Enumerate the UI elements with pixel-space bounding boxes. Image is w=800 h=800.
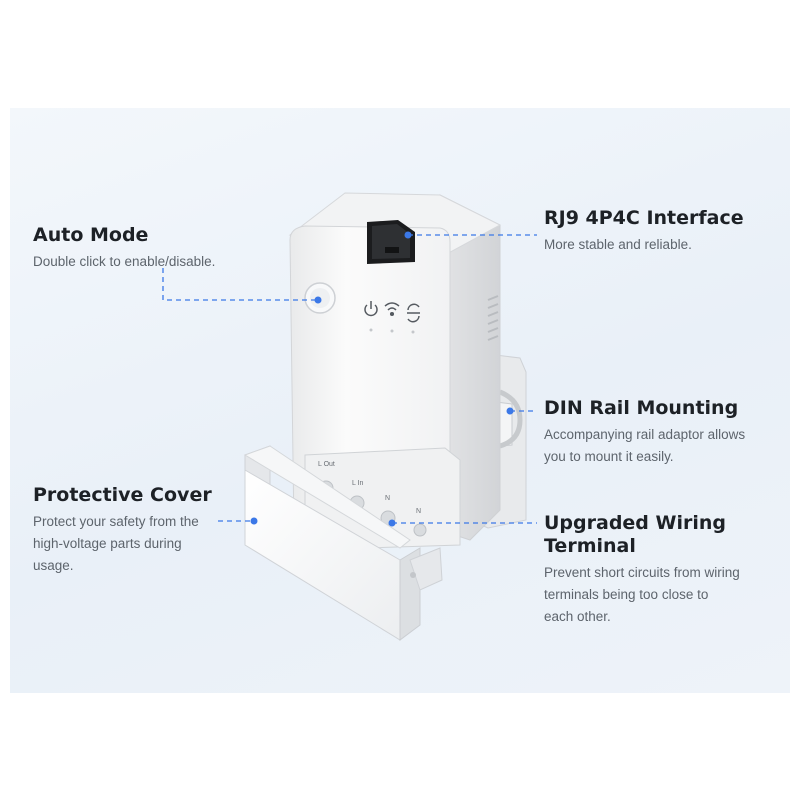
auto-mode-description: Double click to enable/disable. — [33, 254, 216, 269]
wiring-terminal-title-line1: Upgraded Wiring — [544, 512, 727, 534]
protective-cover-description: Protect your safety from the high-voltag… — [33, 511, 248, 577]
protective-cover — [243, 445, 443, 641]
vent-slots — [487, 295, 499, 341]
protective-cover-description-line3: usage. — [33, 558, 74, 573]
wiring-terminal-description: Prevent short circuits from wiring termi… — [544, 562, 789, 628]
wiring-terminal-description-line1: Prevent short circuits from wiring — [544, 565, 740, 580]
rj9-callout: RJ9 4P4C Interface More stable and relia… — [544, 207, 784, 256]
wifi-icon — [384, 302, 400, 317]
sync-icon — [407, 303, 420, 323]
protective-cover-callout: Protective Cover Protect your safety fro… — [33, 484, 248, 577]
wiring-terminal-description-line3: each other. — [544, 609, 611, 624]
auto-mode-leader-line — [162, 268, 318, 301]
din-rail-callout: DIN Rail Mounting Accompanying rail adap… — [544, 397, 789, 468]
terminal-label-n2: N — [416, 508, 421, 515]
rj9-description: More stable and reliable. — [544, 237, 692, 252]
leader-dots — [250, 231, 514, 527]
rj9-title: RJ9 4P4C Interface — [544, 207, 744, 229]
rj9-port — [367, 220, 415, 264]
wiring-terminal-description-line2: terminals being too close to — [544, 587, 709, 602]
terminal-label-l-in: L In — [352, 480, 364, 487]
din-rail-description-line1: Accompanying rail adaptor allows — [544, 427, 746, 442]
terminal-label-l-out: L Out — [318, 461, 335, 468]
power-icon — [364, 301, 378, 317]
protective-cover-title: Protective Cover — [33, 484, 212, 506]
terminal-label-n1: N — [385, 495, 390, 502]
leader-lines — [162, 234, 537, 524]
protective-cover-description-line1: Protect your safety from the — [33, 514, 199, 529]
din-rail-title: DIN Rail Mounting — [544, 397, 739, 419]
wiring-terminal-title: Upgraded Wiring Terminal — [544, 512, 789, 558]
auto-mode-callout: Auto Mode Double click to enable/disable… — [33, 224, 263, 273]
auto-mode-title: Auto Mode — [33, 224, 149, 246]
din-rail-description-line2: you to mount it easily. — [544, 449, 674, 464]
din-rail-description: Accompanying rail adaptor allows you to … — [544, 424, 789, 468]
protective-cover-description-line2: high-voltage parts during — [33, 536, 182, 551]
wiring-terminal-title-line2: Terminal — [544, 535, 636, 557]
indicator-leds — [369, 328, 415, 334]
wiring-terminal-callout: Upgraded Wiring Terminal Prevent short c… — [544, 512, 789, 628]
